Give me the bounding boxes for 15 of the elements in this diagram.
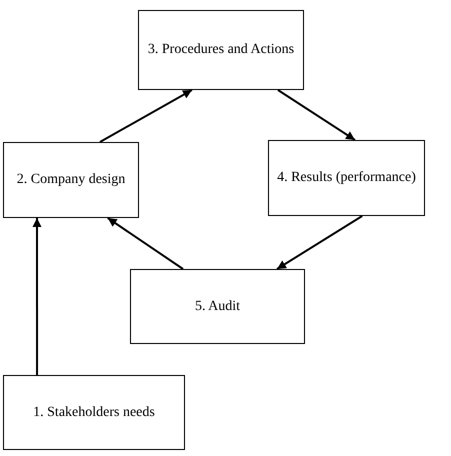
box-label: 5. Audit [194,298,242,316]
arrow [277,89,356,141]
arrow [107,217,184,270]
process-box [3,142,139,218]
process-box [130,269,305,344]
process-box [138,10,304,90]
box-label: 3. Procedures and Actions [146,41,296,59]
process-box [268,140,425,216]
arrow [99,89,192,143]
box-label: 4. Results (performance) [276,169,417,187]
box-label: 1. Stakeholders needs [32,404,156,422]
process-box [3,375,185,450]
box-label: 2. Company design [16,171,126,189]
arrow [32,218,42,375]
arrow [276,215,363,270]
